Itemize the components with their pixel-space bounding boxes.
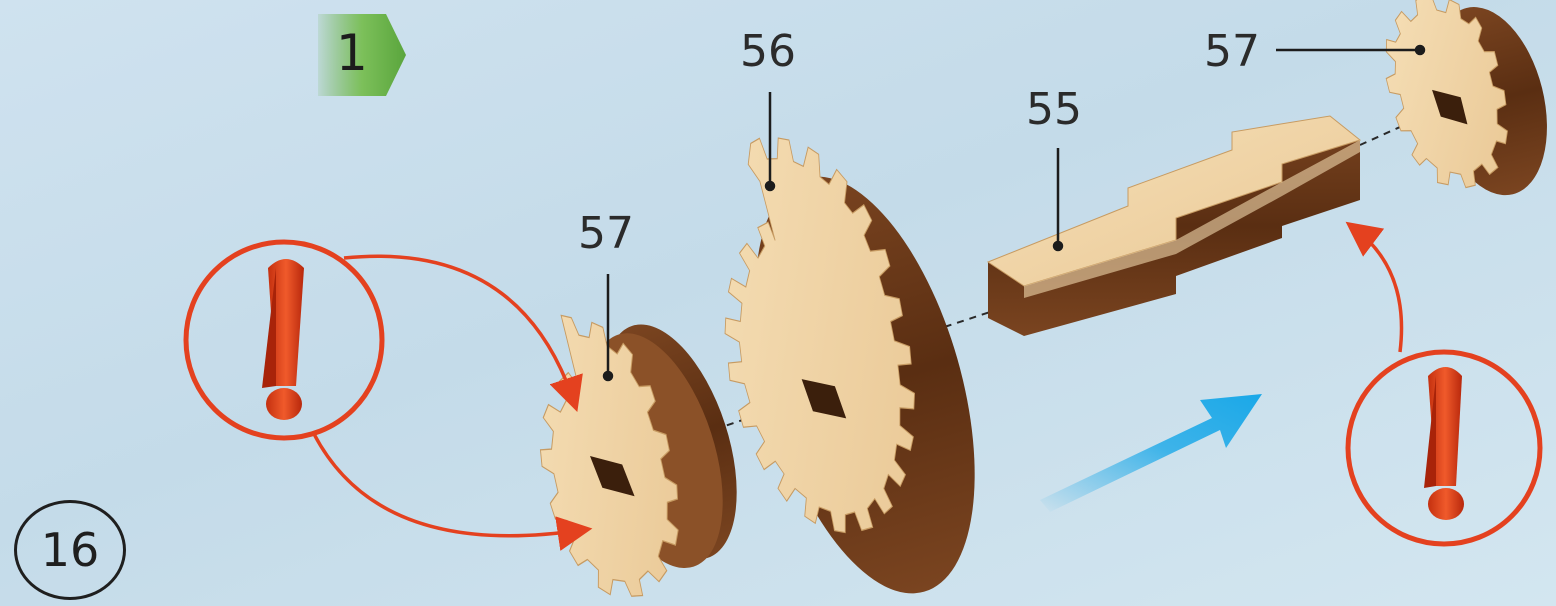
warning-exclamation-icon xyxy=(1348,228,1540,544)
page-number: 16 xyxy=(41,523,100,577)
part-label-55: 55 xyxy=(1026,88,1082,132)
shaft-55 xyxy=(988,116,1360,336)
part-label-56: 56 xyxy=(740,30,796,74)
page-number-badge: 16 xyxy=(14,500,126,600)
gear-57-right xyxy=(1368,0,1556,207)
step-number: 1 xyxy=(336,24,368,82)
step-number-badge: 1 xyxy=(318,14,408,94)
part-label-57-left: 57 xyxy=(578,212,634,256)
warning-exclamation-icon xyxy=(186,242,582,536)
direction-arrow-icon xyxy=(1040,394,1262,512)
part-label-57-right: 57 xyxy=(1204,30,1260,74)
gear-57-left xyxy=(496,296,764,606)
